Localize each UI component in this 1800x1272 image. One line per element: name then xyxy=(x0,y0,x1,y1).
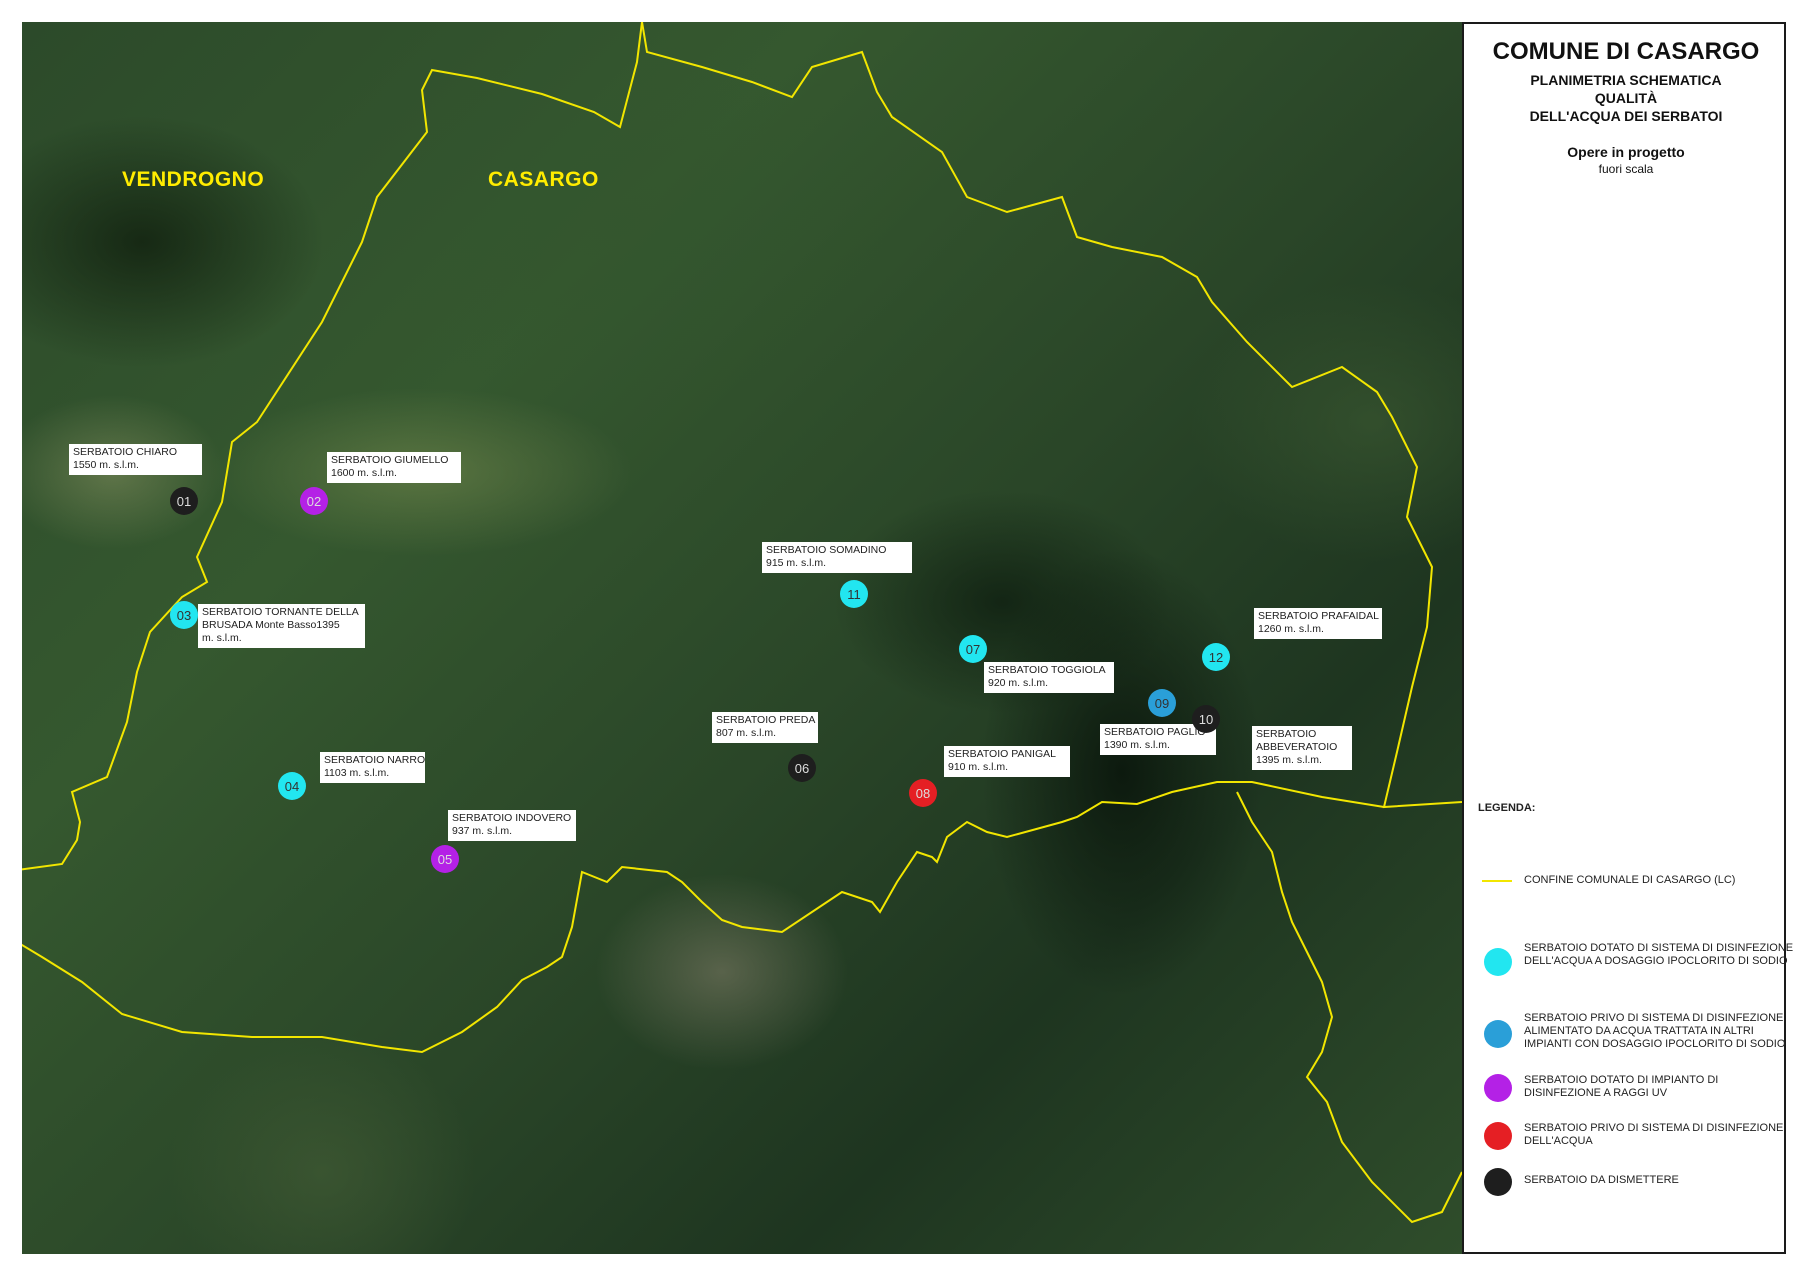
reservoir-elevation: 1390 m. s.l.m. xyxy=(1104,739,1170,751)
reservoir-elevation: 915 m. s.l.m. xyxy=(766,557,827,569)
reservoir-elevation: 1103 m. s.l.m. xyxy=(324,767,390,779)
label-reservoir-01: SERBATOIO CHIARO 1550 m. s.l.m. xyxy=(69,444,202,475)
municipal-boundary xyxy=(22,22,1462,1224)
reservoir-elevation: 1550 m. s.l.m. xyxy=(73,459,139,471)
legend-text: SERBATOIO PRIVO DI SISTEMA DI DISINFEZIO… xyxy=(1524,1012,1786,1050)
scale-note: fuori scala xyxy=(1598,162,1654,176)
legend-swatch xyxy=(1484,1168,1512,1196)
reservoir-elevation: 920 m. s.l.m. xyxy=(988,677,1049,689)
reservoir-marker-12[interactable]: 12 xyxy=(1202,643,1230,671)
reservoir-name: SERBATOIO TOGGIOLA xyxy=(988,664,1106,676)
reservoir-marker-01[interactable]: 01 xyxy=(170,487,198,515)
reservoir-marker-06[interactable]: 06 xyxy=(788,754,816,782)
legend-swatch xyxy=(1484,1020,1512,1048)
label-reservoir-11: SERBATOIO SOMADINO 915 m. s.l.m. xyxy=(762,542,912,573)
map-title: COMUNE DI CASARGO xyxy=(1492,38,1760,65)
map-subtitle-line2: QUALITÀ xyxy=(1594,90,1658,106)
label-reservoir-08: SERBATOIO PANIGAL 910 m. s.l.m. xyxy=(944,746,1070,777)
reservoir-elevation: 1395 m. s.l.m. xyxy=(1256,754,1322,766)
label-reservoir-10: SERBATOIO ABBEVERATOIO 1395 m. s.l.m. xyxy=(1252,726,1352,770)
reservoir-name: SERBATOIO CHIARO xyxy=(73,446,178,458)
legend-swatch xyxy=(1484,1074,1512,1102)
map-subtitle-line3: DELL'ACQUA DEI SERBATOI xyxy=(1529,108,1723,124)
reservoir-name: SERBATOIO PREDA xyxy=(716,714,816,726)
legend-heading: LEGENDA: xyxy=(1478,802,1536,814)
reservoir-name: SERBATOIO INDOVERO xyxy=(452,812,572,824)
reservoir-name: SERBATOIO xyxy=(1256,728,1317,740)
reservoir-name: SERBATOIO SOMADINO xyxy=(766,544,887,556)
reservoir-marker-09[interactable]: 09 xyxy=(1148,689,1176,717)
reservoir-marker-04[interactable]: 04 xyxy=(278,772,306,800)
reservoir-name-2: BRUSADA Monte Basso1395 xyxy=(202,619,340,631)
label-reservoir-07: SERBATOIO TOGGIOLA 920 m. s.l.m. xyxy=(984,662,1114,693)
reservoir-name-2: ABBEVERATOIO xyxy=(1256,741,1338,753)
reservoir-elevation: 910 m. s.l.m. xyxy=(948,761,1009,773)
reservoir-elevation: 1600 m. s.l.m. xyxy=(331,467,397,479)
reservoir-marker-11[interactable]: 11 xyxy=(840,580,868,608)
reservoir-elevation: m. s.l.m. xyxy=(202,632,242,644)
legend-text: SERBATOIO PRIVO DI SISTEMA DI DISINFEZIO… xyxy=(1524,1122,1784,1147)
legend-boundary-line xyxy=(1482,880,1512,882)
reservoir-marker-05[interactable]: 05 xyxy=(431,845,459,873)
section-title: Opere in progetto xyxy=(1567,144,1685,160)
legend-swatch xyxy=(1484,1122,1512,1150)
legend-swatch xyxy=(1484,948,1512,976)
reservoir-elevation: 807 m. s.l.m. xyxy=(716,727,777,739)
legend-text: SERBATOIO DA DISMETTERE xyxy=(1524,1174,1679,1186)
reservoir-elevation: 937 m. s.l.m. xyxy=(452,825,513,837)
legend-text: SERBATOIO DOTATO DI IMPIANTO DI DISINFEZ… xyxy=(1524,1074,1719,1099)
legend-text: SERBATOIO DOTATO DI SISTEMA DI DISINFEZI… xyxy=(1524,942,1794,967)
reservoir-name: SERBATOIO TORNANTE DELLA xyxy=(202,606,359,618)
title-legend-panel: COMUNE DI CASARGO PLANIMETRIA SCHEMATICA… xyxy=(1462,22,1793,1254)
reservoir-marker-02[interactable]: 02 xyxy=(300,487,328,515)
aerial-map[interactable]: VENDROGNO CASARGO SERBATOIO CHIARO 1550 … xyxy=(22,22,1462,1254)
label-reservoir-05: SERBATOIO INDOVERO 937 m. s.l.m. xyxy=(448,810,576,841)
label-reservoir-06: SERBATOIO PREDA 807 m. s.l.m. xyxy=(712,712,818,743)
reservoir-marker-03[interactable]: 03 xyxy=(170,601,198,629)
map-subtitle-line1: PLANIMETRIA SCHEMATICA xyxy=(1530,72,1722,88)
label-reservoir-12: SERBATOIO PRAFAIDAL 1260 m. s.l.m. xyxy=(1254,608,1382,639)
reservoir-marker-08[interactable]: 08 xyxy=(909,779,937,807)
place-name-casargo: CASARGO xyxy=(488,168,599,191)
reservoir-marker-07[interactable]: 07 xyxy=(959,635,987,663)
label-reservoir-02: SERBATOIO GIUMELLO 1600 m. s.l.m. xyxy=(327,452,461,483)
place-name-vendrogno: VENDROGNO xyxy=(122,168,265,191)
reservoir-name: SERBATOIO NARRO xyxy=(324,754,426,766)
reservoir-elevation: 1260 m. s.l.m. xyxy=(1258,623,1324,635)
reservoir-name: SERBATOIO PRAFAIDAL xyxy=(1258,610,1379,622)
label-reservoir-09: SERBATOIO PAGLIO 1390 m. s.l.m. xyxy=(1100,724,1216,755)
label-reservoir-04: SERBATOIO NARRO 1103 m. s.l.m. xyxy=(320,752,425,783)
label-reservoir-03: SERBATOIO TORNANTE DELLA BRUSADA Monte B… xyxy=(198,604,365,648)
reservoir-marker-10[interactable]: 10 xyxy=(1192,705,1220,733)
legend-boundary-label: CONFINE COMUNALE DI CASARGO (LC) xyxy=(1524,874,1736,886)
reservoir-name: SERBATOIO GIUMELLO xyxy=(331,454,449,466)
reservoir-name: SERBATOIO PANIGAL xyxy=(948,748,1056,760)
reservoir-name: SERBATOIO PAGLIO xyxy=(1104,726,1206,738)
